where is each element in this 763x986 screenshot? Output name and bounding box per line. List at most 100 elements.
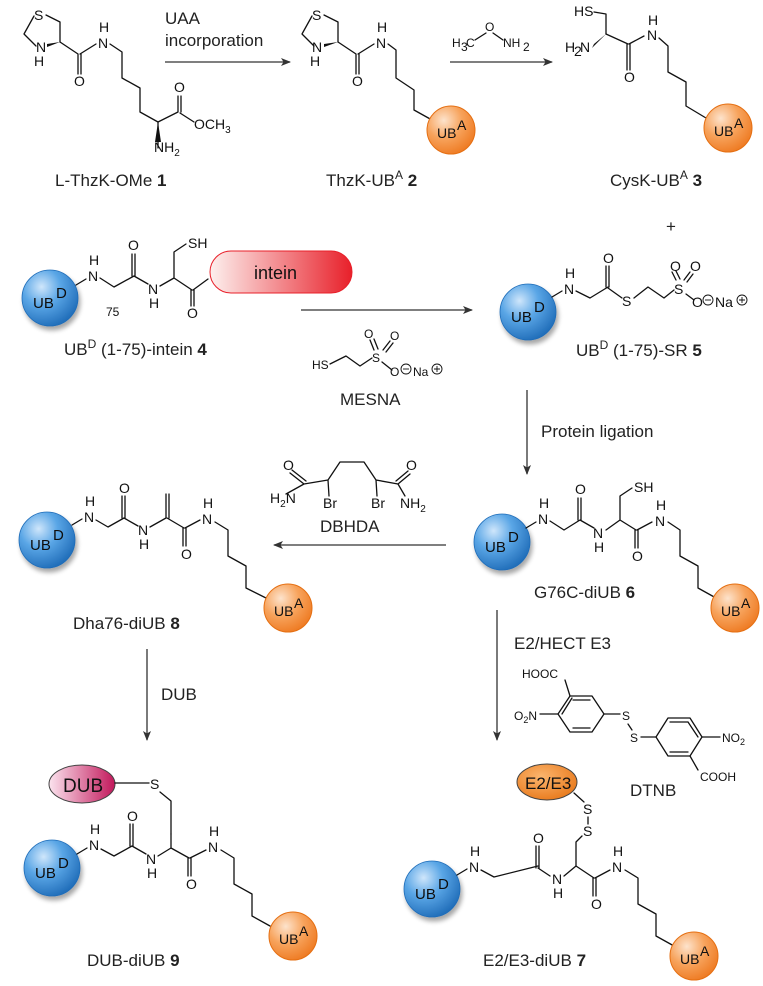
svg-text:H: H (203, 495, 213, 511)
svg-text:NH: NH (503, 36, 520, 50)
svg-text:O: O (692, 294, 703, 310)
svg-text:H: H (594, 539, 604, 555)
svg-text:UB: UB (680, 951, 699, 967)
svg-text:N: N (580, 39, 590, 55)
svg-text:HS: HS (574, 3, 593, 19)
svg-text:N: N (202, 511, 212, 527)
svg-text:N: N (312, 39, 322, 55)
svg-text:N: N (552, 871, 562, 887)
svg-text:E2/E3: E2/E3 (525, 774, 571, 793)
svg-text:Na: Na (715, 294, 733, 310)
svg-text:O: O (575, 481, 586, 497)
svg-text:H: H (85, 493, 95, 509)
e2e3-badge: E2/E3 (516, 763, 578, 801)
ub-acceptor-ball: UB A (268, 911, 318, 961)
ub-distal-ball: UB D (499, 283, 557, 341)
svg-text:O: O (670, 258, 681, 274)
ub-acceptor-ball: UB A (710, 583, 760, 633)
svg-text:A: A (700, 943, 710, 959)
compound-1-label: L-ThzK-OMe 1 (55, 171, 167, 190)
svg-text:Br: Br (323, 495, 337, 511)
ub-acceptor-ball: UB A (669, 931, 719, 981)
svg-text:UB: UB (437, 125, 456, 141)
dbhda-structure: O H2N Br Br O NH2 (270, 457, 426, 515)
svg-text:D: D (56, 285, 67, 302)
svg-text:DUB: DUB (63, 776, 103, 797)
plus-sign: + (666, 217, 676, 236)
svg-text:N: N (612, 859, 622, 875)
svg-text:A: A (457, 117, 467, 133)
ub-distal-ball: UB D (403, 860, 461, 918)
svg-text:UB: UB (511, 309, 532, 326)
svg-text:N: N (564, 281, 574, 297)
svg-text:N: N (89, 837, 99, 853)
compound-1-structure: S N H O N H O OCH3 NH2 (23, 7, 231, 159)
svg-text:D: D (438, 876, 449, 893)
compound-2-label: ThzK-UBA 2 (326, 168, 417, 190)
svg-text:O: O (390, 365, 399, 379)
svg-text:UB: UB (274, 603, 293, 619)
svg-text:O: O (181, 546, 192, 562)
e2-hect-label: E2/HECT E3 (514, 634, 611, 653)
svg-text:2: 2 (523, 40, 530, 54)
svg-text:S: S (622, 293, 631, 309)
svg-text:O: O (485, 20, 494, 34)
svg-text:O: O (624, 69, 635, 85)
dtnb-label: DTNB (630, 781, 676, 800)
svg-text:H: H (539, 495, 549, 511)
svg-text:H: H (139, 536, 149, 552)
atom-o2n: O2N (514, 709, 537, 725)
ub-acceptor-ball: UB A (263, 583, 313, 633)
atom-och3: OCH3 (194, 116, 231, 136)
svg-text:N: N (376, 35, 386, 51)
svg-text:UB: UB (485, 539, 506, 556)
svg-text:N: N (88, 268, 98, 284)
svg-text:D: D (58, 855, 69, 872)
svg-text:Na: Na (413, 365, 429, 379)
svg-text:intein: intein (254, 263, 297, 283)
svg-text:O: O (364, 327, 373, 341)
svg-text:H: H (149, 295, 159, 311)
svg-text:COOH: COOH (700, 770, 736, 784)
svg-text:75: 75 (106, 305, 120, 319)
compound-9-backbone: N H O N H O N H (76, 808, 271, 927)
svg-text:A: A (734, 115, 744, 131)
svg-text:O: O (632, 548, 643, 564)
svg-text:UB: UB (30, 537, 51, 554)
svg-text:2: 2 (574, 43, 582, 59)
svg-text:N: N (148, 281, 158, 297)
atom-n: N (98, 35, 108, 51)
compound-2-structure: S N H O N H (301, 7, 435, 122)
dtnb-structure: HOOC O2N S S NO2 COOH (514, 667, 745, 784)
protein-ligation-label: Protein ligation (541, 422, 653, 441)
svg-text:O: O (533, 830, 544, 846)
compound-7-backbone: N H O N H O N H (456, 830, 675, 947)
svg-text:D: D (534, 299, 545, 316)
atom-h: H (34, 53, 44, 69)
compound-5-structure: N H O S S O O O Na (551, 250, 748, 310)
svg-text:H: H (648, 12, 658, 28)
svg-text:Br: Br (371, 495, 385, 511)
svg-text:H: H (89, 252, 99, 268)
svg-text:N: N (208, 839, 218, 855)
svg-text:O: O (406, 457, 417, 473)
compound-9-label: DUB-diUB 9 (87, 951, 180, 970)
dbhda-label: DBHDA (320, 517, 380, 536)
svg-text:H: H (656, 497, 666, 513)
svg-text:C: C (466, 36, 475, 50)
svg-text:UB: UB (35, 865, 56, 882)
svg-text:H: H (613, 843, 623, 859)
svg-text:S: S (583, 823, 592, 839)
svg-text:N: N (138, 522, 148, 538)
compound-4-structure: N H O N H 75 SH O (75, 235, 209, 321)
svg-text:H: H (565, 39, 575, 55)
dub-badge: DUB (48, 764, 116, 804)
uaa-condition-line1: UAA (165, 9, 201, 28)
methoxyamine-reagent: H 3 C O NH 2 (452, 20, 530, 54)
svg-text:O: O (591, 896, 602, 912)
svg-text:HOOC: HOOC (522, 667, 558, 681)
svg-text:UB: UB (415, 886, 436, 903)
svg-text:S: S (150, 776, 159, 792)
svg-text:S: S (622, 709, 630, 723)
compound-4-label: UBD (1-75)-intein 4 (64, 337, 207, 359)
